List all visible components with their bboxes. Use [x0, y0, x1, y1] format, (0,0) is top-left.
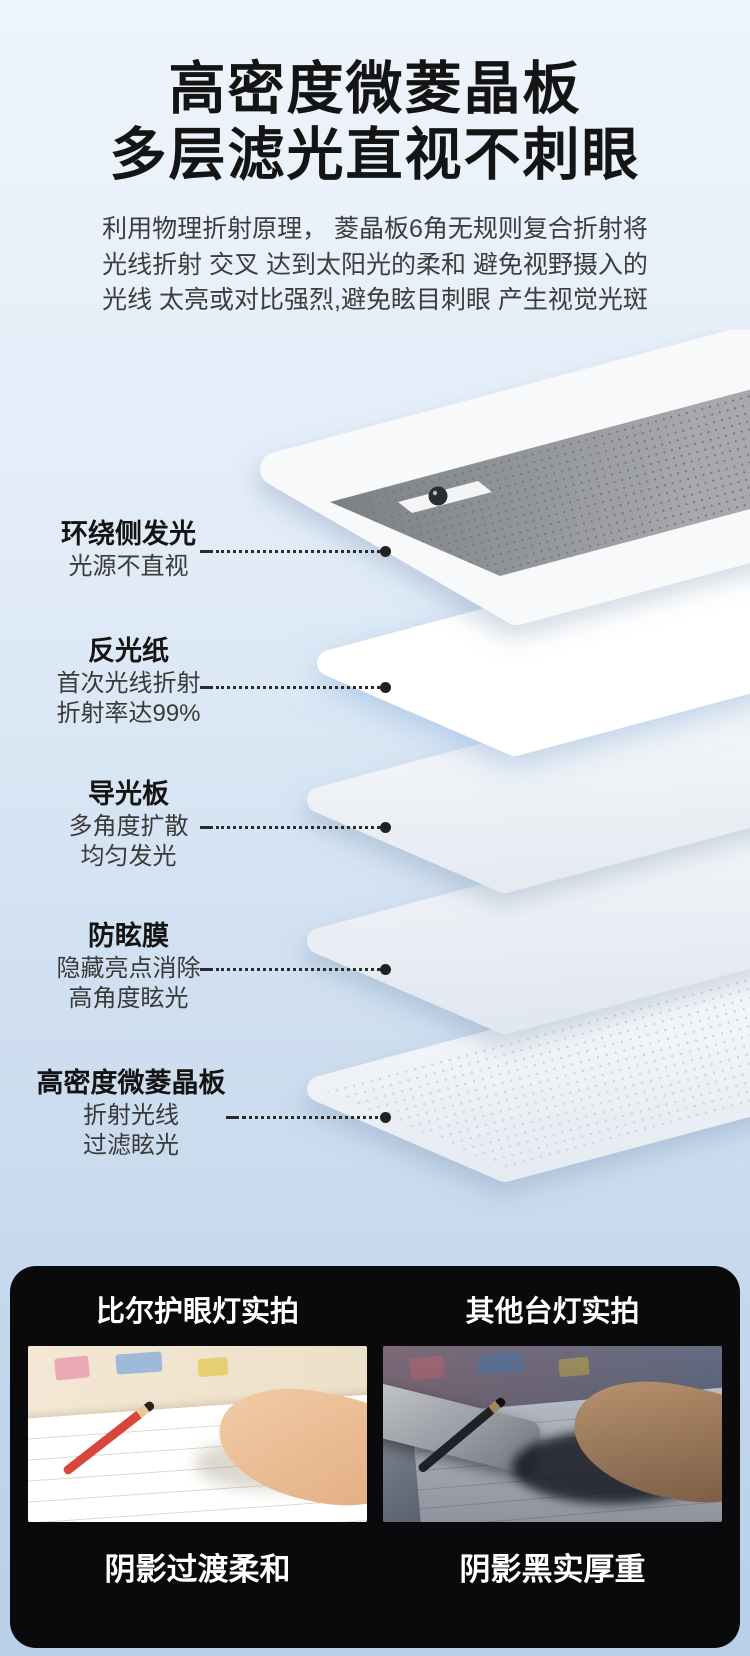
callout-reflective-paper: 反光纸 首次光线折射 折射率达99% — [46, 634, 211, 729]
leader-line — [200, 964, 391, 975]
callout-title: 导光板 — [88, 779, 169, 809]
callout-side-glow: 环绕侧发光 光源不直视 — [46, 517, 211, 582]
leader-line — [200, 546, 391, 557]
comparison-left-column: 比尔护眼灯实拍 阴影过渡柔和 — [28, 1288, 367, 1589]
callout-crystal-panel: 高密度微菱晶板 折射光线 过滤眩光 — [26, 1066, 236, 1161]
comparison-right-caption: 阴影黑实厚重 — [459, 1552, 646, 1587]
callout-line: 首次光线折射 — [56, 669, 201, 697]
layer-sheet-crystal-panel — [307, 960, 750, 1182]
hero-description-line: 光线折射 交叉 达到太阳光的柔和 避免视野摄入的 — [102, 250, 648, 279]
callout-line: 折射率达99% — [56, 700, 201, 728]
workbook-decoration — [115, 1351, 163, 1375]
callout-line: 高角度眩光 — [68, 985, 189, 1013]
page-title-line1: 高密度微菱晶板 — [168, 57, 582, 121]
callout-line: 过滤眩光 — [83, 1132, 179, 1160]
hero-description-line: 利用物理折射原理， 菱晶板6角无规则复合折射将 — [102, 215, 648, 244]
workbook-decoration — [54, 1354, 91, 1381]
leader-line — [200, 822, 391, 833]
camera-lens-icon — [428, 486, 448, 506]
callout-title: 高密度微菱晶板 — [36, 1068, 226, 1098]
hero-section: 高密度微菱晶板多层滤光直视不刺眼 利用物理折射原理， 菱晶板6角无规则复合折射将… — [0, 56, 750, 319]
hero-description: 利用物理折射原理， 菱晶板6角无规则复合折射将 光线折射 交叉 达到太阳光的柔和… — [0, 212, 750, 319]
photo-other-lamp — [383, 1346, 722, 1522]
workbook-decoration — [196, 1357, 229, 1378]
lamp-body — [260, 330, 750, 625]
leader-line — [226, 1112, 391, 1123]
callout-antiglare-film: 防眩膜 隐藏亮点消除 高角度眩光 — [46, 919, 211, 1014]
comparison-card: 比尔护眼灯实拍 阴影过渡柔和 其他台灯实拍 — [10, 1266, 740, 1648]
comparison-left-header: 比尔护眼灯实拍 — [95, 1296, 299, 1328]
callout-line: 多角度扩散 — [68, 812, 189, 840]
layer-sheet-lightguide-plate — [307, 671, 750, 893]
layer-sheet-reflective-paper — [317, 537, 750, 756]
lamp-layers-diagram — [260, 330, 750, 1182]
callout-lightguide-plate: 导光板 多角度扩散 均匀发光 — [46, 777, 211, 872]
hero-description-line: 光线 太亮或对比强烈,避免眩目刺眼 产生视觉光斑 — [102, 286, 648, 315]
dim-overlay — [383, 1346, 722, 1522]
callout-line: 均匀发光 — [80, 843, 177, 871]
comparison-row: 比尔护眼灯实拍 阴影过渡柔和 其他台灯实拍 — [28, 1288, 722, 1589]
page-title: 高密度微菱晶板多层滤光直视不刺眼 — [0, 56, 750, 188]
leader-line — [200, 682, 391, 693]
comparison-left-caption: 阴影过渡柔和 — [104, 1552, 291, 1587]
callout-title: 环绕侧发光 — [61, 519, 196, 549]
callout-title: 防眩膜 — [88, 921, 169, 951]
page-title-line2: 多层滤光直视不刺眼 — [109, 123, 641, 188]
camera-lens-highlight — [432, 490, 438, 496]
comparison-right-column: 其他台灯实拍 阴影黑实厚重 — [383, 1288, 722, 1589]
callout-title: 反光纸 — [88, 636, 169, 666]
layer-sheet-antiglare-film — [307, 812, 750, 1034]
callout-line: 光源不直视 — [68, 552, 189, 580]
callout-line: 折射光线 — [83, 1101, 179, 1129]
photo-our-lamp — [28, 1346, 367, 1522]
comparison-right-header: 其他台灯实拍 — [465, 1296, 640, 1328]
callout-line: 隐藏亮点消除 — [56, 954, 201, 982]
